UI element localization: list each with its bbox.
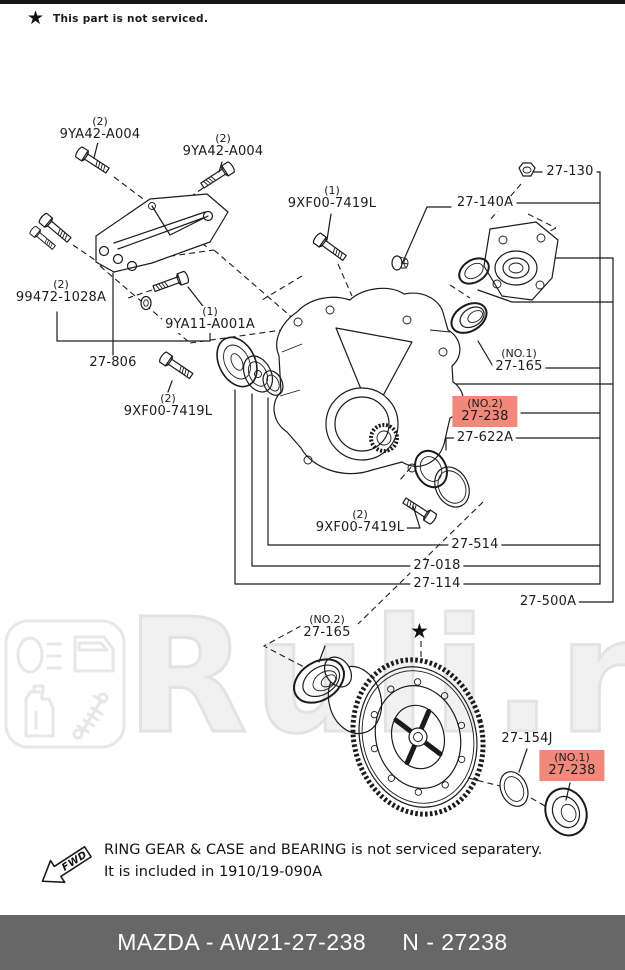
not-serviced-text: This part is not serviced.	[53, 12, 209, 25]
bottom-note-line2: It is included in 1910/19-090A	[104, 863, 323, 880]
star-icon: ★	[410, 619, 429, 643]
part-label-27-154j: 27-154J	[498, 731, 556, 747]
part-label-27-114: 27-114	[410, 576, 464, 592]
qty-text: (2)	[215, 132, 231, 145]
seal-upper	[458, 257, 490, 285]
bottom-note: RING GEAR & CASE and BEARING is not serv…	[104, 840, 542, 884]
cover-disc-27-514	[262, 370, 284, 396]
car-door-icon	[73, 635, 115, 673]
part-number: 9YA42-A004	[182, 144, 264, 160]
part-number: 27-114	[413, 576, 461, 591]
part-label-27-165-no1: (NO.1) 27-165	[492, 347, 546, 375]
part-number: 9XF00-7419L	[315, 520, 405, 536]
part-label-27-622a: 27-622A	[453, 430, 517, 446]
ring-gear	[350, 657, 486, 817]
part-label-27-806: 27-806	[86, 355, 140, 371]
shock-absorber-icon	[72, 692, 109, 740]
part-number: 9XF00-7419L	[287, 196, 377, 212]
bearing-27-165-no2	[293, 658, 345, 704]
part-label-27-238-no2-highlighted[interactable]: (NO.2) 27-238	[452, 396, 518, 427]
oil-jug-icon	[24, 684, 55, 738]
watermark-logo	[4, 619, 126, 749]
part-number: 9YA11-A001A	[165, 317, 255, 333]
bracket-27-806	[95, 193, 229, 273]
qty-text: (2)	[53, 278, 69, 291]
fwd-arrow-icon: FWD	[41, 846, 92, 884]
bolt-9ya11	[151, 270, 191, 295]
part-number: 27-500A	[519, 594, 577, 609]
part-label-27-018: 27-018	[410, 558, 464, 574]
nut-27-130	[518, 162, 536, 177]
seal-27-238-no1	[544, 787, 588, 837]
part-label-9xf00-7419l-bottom: (2) 9XF00-7419L	[312, 508, 408, 536]
qty-text: (2)	[160, 392, 176, 405]
no-text: (NO.2)	[309, 613, 345, 626]
part-label-9xf00-7419l-left: (2) 9XF00-7419L	[120, 392, 216, 420]
bolt-9xf00-top	[311, 231, 349, 264]
seal-27-238-no2	[414, 449, 448, 489]
part-label-27-500a: 27-500A	[516, 594, 580, 610]
dashed-leader-lines	[72, 176, 557, 808]
part-number: 27-018	[413, 558, 461, 573]
part-number: 27-238	[548, 763, 596, 779]
bolt-9ya42-2	[198, 160, 237, 192]
part-label-9ya42-a004-1: (2) 9YA42-A004	[56, 115, 144, 143]
top-border-line	[0, 0, 625, 4]
part-number: 27-165	[303, 625, 351, 641]
part-number: 27-806	[89, 355, 137, 370]
part-label-27-514: 27-514	[448, 537, 502, 553]
part-number: 9XF00-7419L	[123, 404, 213, 420]
bolt-9xf00-left	[157, 350, 196, 382]
stud-9ya11	[140, 295, 152, 311]
part-number: 99472-1028A	[15, 290, 107, 306]
part-number: 27-622A	[456, 430, 514, 445]
part-label-9ya42-a004-2: (2) 9YA42-A004	[179, 132, 267, 160]
footer-part-code: MAZDA - AW21-27-238	[117, 929, 367, 955]
bottom-note-line1: RING GEAR & CASE and BEARING is not serv…	[104, 842, 543, 858]
no-text: (NO.1)	[554, 751, 590, 764]
washer-27-154j	[499, 771, 529, 807]
part-number: 27-514	[451, 537, 499, 552]
transfer-case-housing	[273, 287, 464, 475]
no-text: (NO.2)	[467, 397, 503, 410]
headlight-icon	[16, 636, 62, 674]
bolt-9ya42-1	[73, 145, 112, 177]
not-serviced-note: ★ This part is not serviced.	[27, 9, 208, 28]
footer-bar: MAZDA - AW21-27-238 N - 27238	[0, 915, 625, 970]
plug-27-140a	[391, 255, 409, 271]
qty-text: (1)	[324, 184, 340, 197]
part-label-27-238-no1-highlighted[interactable]: (NO.1) 27-238	[539, 750, 605, 781]
part-number: 27-238	[461, 409, 509, 425]
qty-text: (2)	[92, 115, 108, 128]
part-number: 27-165	[495, 359, 543, 375]
qty-text: (2)	[352, 508, 368, 521]
part-number: 9YA42-A004	[59, 127, 141, 143]
footer-part-number: N - 27238	[402, 929, 508, 955]
flange-27-140a	[483, 221, 559, 301]
part-number: 27-130	[546, 164, 594, 179]
no-text: (NO.1)	[501, 347, 537, 360]
part-label-27-165-no2: (NO.2) 27-165	[300, 613, 354, 641]
part-label-9xf00-7419l-top: (1) 9XF00-7419L	[284, 184, 380, 212]
qty-text: (1)	[202, 305, 218, 318]
ring-27-622a	[434, 466, 470, 508]
part-label-99472-1028a: (2) 99472-1028A	[12, 278, 110, 306]
part-number: 27-154J	[501, 731, 553, 746]
part-number: 27-140A	[456, 195, 514, 210]
star-icon: ★	[27, 7, 45, 29]
part-label-9ya11-a001a: (1) 9YA11-A001A	[162, 305, 258, 333]
bearing-27-165-no1	[450, 302, 488, 334]
part-label-27-140a: 27-140A	[453, 195, 517, 211]
bolt-99472-1	[37, 211, 74, 246]
part-label-27-130: 27-130	[543, 164, 597, 180]
